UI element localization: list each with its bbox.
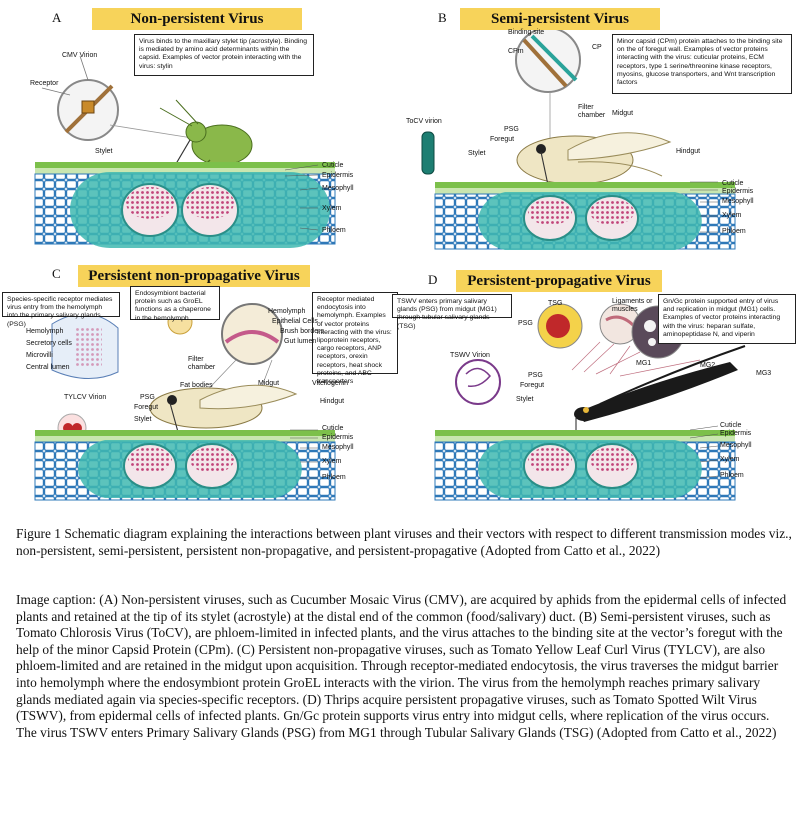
panel-b-letter: B — [438, 10, 447, 25]
mesophyll-label: Mesophyll — [722, 198, 754, 205]
panel-d-info-box-1: TSWV enters primary salivary glands (PSG… — [392, 294, 512, 330]
panel-d-title: Persistent-propagative Virus — [456, 270, 662, 292]
panel-d-info-box-2: Gn/Gc protein supported entry of virus a… — [658, 294, 796, 344]
phloem-label: Phloem — [720, 472, 744, 479]
panel-c-info-box-3: Receptor mediated endocytosis into hemol… — [312, 292, 398, 385]
midgut-label: Midgut — [612, 110, 634, 117]
cuticle-label: Cuticle — [322, 162, 344, 169]
stylet-label: Stylet — [468, 150, 486, 157]
hindgut-label: Hindgut — [320, 398, 345, 405]
receptor-label: Receptor — [30, 80, 59, 87]
vitellogenin-label: Vitellogenin — [312, 380, 349, 387]
cp-label: CP — [592, 44, 602, 51]
cuticle-label: Cuticle — [322, 425, 344, 432]
stylet-label: Stylet — [134, 416, 152, 423]
mg2-label: MG2 — [700, 362, 716, 369]
psg-label: PSG — [528, 372, 543, 379]
xylem-label: Xylem — [322, 205, 342, 212]
epidermis-label: Epidermis — [322, 172, 354, 179]
panel-b-info-box: Minor capsid (CPm) protein attaches to t… — [612, 34, 792, 94]
psg-label: PSG — [140, 394, 155, 401]
cmv-virion-label: CMV Virion — [62, 52, 98, 59]
panel-c-info-box-2: Endosymbiont bacterial protein such as G… — [130, 286, 220, 322]
panel-c: C Persistent non-propagative Virus Speci… — [0, 262, 398, 517]
mg3-label: MG3 — [756, 370, 772, 377]
mg1-top-label: MG1 — [636, 360, 652, 367]
stylet-label: Stylet — [95, 148, 113, 155]
panel-b: B Semi-persistent Virus Minor capsid (CP… — [400, 0, 795, 255]
secretory-cells-label: Secretory cells — [26, 340, 72, 347]
cpm-label: CPm — [508, 48, 524, 55]
foregut-label: Foregut — [520, 382, 545, 389]
ligaments-label: Ligaments or muscles — [612, 298, 653, 313]
panel-a-letter: A — [52, 10, 62, 25]
tocv-virion-label: ToCV virion — [406, 118, 442, 125]
binding-site-label: Binding site — [508, 29, 545, 36]
tswv-virion-label: TSWV Virion — [450, 352, 490, 359]
epithelial-cells-label: Epithelial Cells — [272, 318, 318, 325]
image-caption: Image caption: (A) Non-persistent viruse… — [16, 592, 787, 740]
central-lumen-label: Central lumen — [26, 364, 70, 371]
xylem-label: Xylem — [322, 458, 342, 465]
mesophyll-label: Mesophyll — [720, 442, 752, 449]
epidermis-label: Epidermis — [322, 434, 354, 441]
figure-caption: Figure 1 Schematic diagram explaining th… — [16, 526, 792, 558]
hindgut-label: Hindgut — [676, 148, 701, 155]
panel-a: A Non-persistent Virus Virus binds to th… — [0, 0, 395, 255]
mesophyll-label: Mesophyll — [322, 444, 354, 451]
filter-chamber-label: Filter chamber — [188, 356, 216, 371]
panel-d: D Persistent-propagative Virus TSWV ente… — [392, 262, 796, 517]
cuticle-label: Cuticle — [720, 422, 742, 429]
brush-borders-label: Brush borders — [280, 328, 324, 335]
panel-a-illustration — [34, 55, 336, 248]
hemolymph-right-label: Hemolymph — [268, 308, 306, 315]
stylet-label: Stylet — [516, 396, 534, 403]
cuticle-label: Cuticle — [722, 180, 744, 187]
filter-chamber-label: Filter chamber — [578, 104, 606, 119]
panel-b-title: Semi-persistent Virus — [460, 8, 660, 30]
fat-bodies-label: Fat bodies — [180, 382, 213, 389]
tylcv-virion-label: TYLCV Virion — [64, 394, 107, 401]
midgut-label: Midgut — [258, 380, 280, 387]
epidermis-label: Epidermis — [720, 430, 752, 437]
xylem-label: Xylem — [722, 212, 742, 219]
panel-c-title: Persistent non-propagative Virus — [78, 265, 310, 287]
panel-c-letter: C — [52, 266, 61, 281]
mesophyll-label: Mesophyll — [322, 185, 354, 192]
panel-a-title: Non-persistent Virus — [92, 8, 302, 30]
panel-d-letter: D — [428, 272, 438, 287]
xylem-label: Xylem — [720, 456, 740, 463]
gut-lumen-label: Gut lumen — [284, 338, 317, 345]
hemolymph-left-label: Hemolymph — [26, 328, 64, 335]
phloem-label: Phloem — [322, 227, 346, 234]
panel-a-info-box: Virus binds to the maxillary stylet tip … — [134, 34, 314, 76]
foregut-label: Foregut — [490, 136, 515, 143]
panel-c-info-box-1: Species-specific receptor mediates virus… — [2, 292, 120, 328]
psg-label: PSG — [504, 126, 519, 133]
tsg-label: TSG — [548, 300, 563, 307]
panel-c-illustration — [34, 303, 336, 501]
epidermis-label: Epidermis — [722, 188, 754, 195]
foregut-label: Foregut — [134, 404, 159, 411]
psg-top-label: PSG — [518, 320, 533, 327]
panel-b-illustration — [421, 27, 736, 250]
microvilli-label: Microvilli — [26, 352, 53, 359]
phloem-label: Phloem — [722, 228, 746, 235]
phloem-label: Phloem — [322, 474, 346, 481]
